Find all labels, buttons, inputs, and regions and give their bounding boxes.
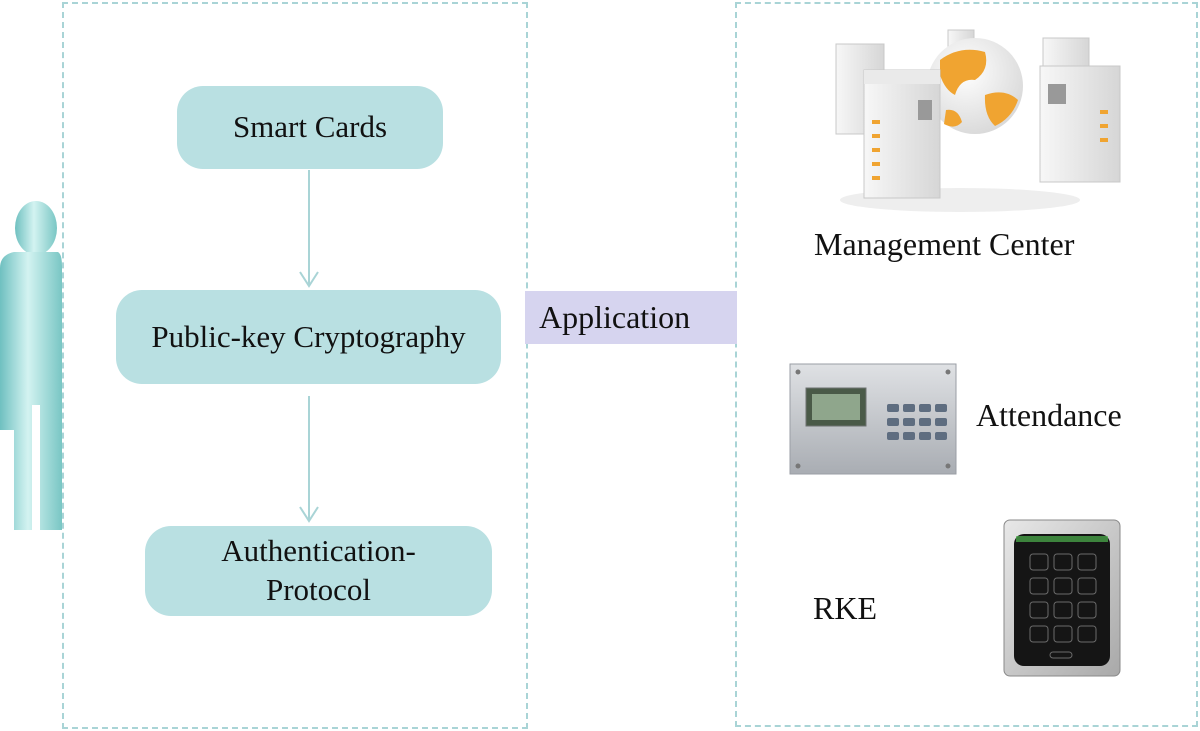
applications-panel bbox=[735, 2, 1198, 727]
authentication-protocol-node: Authentication- Protocol bbox=[145, 526, 492, 616]
arrow-pkc-to-auth bbox=[299, 396, 319, 523]
authentication-label-line2: Protocol bbox=[265, 572, 372, 607]
smart-cards-label: Smart Cards bbox=[232, 109, 388, 145]
application-label: Application bbox=[539, 299, 691, 335]
management-center-label: Management Center bbox=[814, 226, 1075, 262]
keypad-access-icon bbox=[1003, 519, 1121, 677]
arrow-smart-to-pkc bbox=[299, 170, 319, 288]
smart-cards-node: Smart Cards bbox=[177, 86, 443, 169]
authentication-label-line1: Authentication- bbox=[221, 533, 416, 569]
user-side-panel bbox=[62, 2, 528, 729]
person-icon bbox=[0, 201, 62, 530]
application-connector: Application bbox=[525, 291, 737, 344]
attendance-terminal-icon bbox=[789, 363, 957, 475]
attendance-label: Attendance bbox=[976, 397, 1122, 433]
rke-label: RKE bbox=[813, 590, 877, 626]
public-key-cryptography-label: Public-key Cryptography bbox=[151, 318, 466, 354]
public-key-cryptography-node: Public-key Cryptography bbox=[116, 290, 501, 384]
server-globe-icon bbox=[835, 29, 1121, 212]
